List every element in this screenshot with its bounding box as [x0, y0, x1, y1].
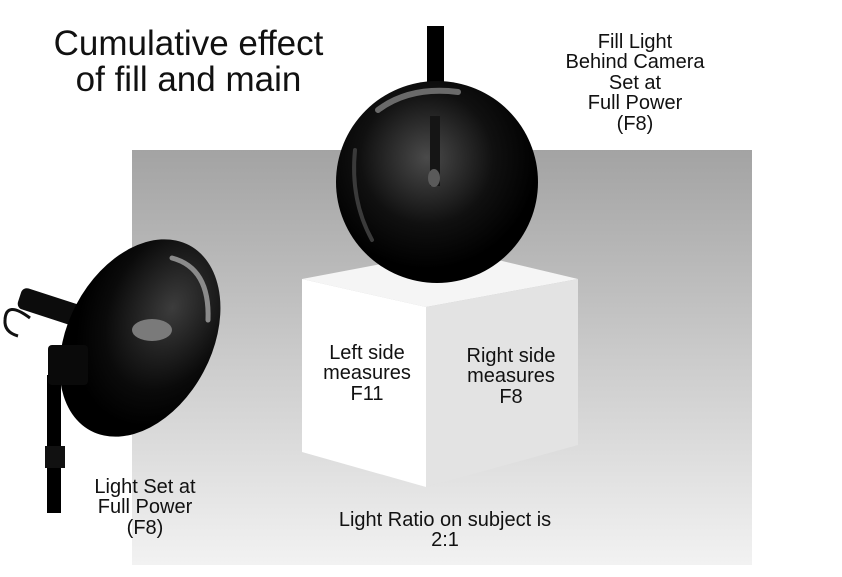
fill-light-stem: [430, 116, 440, 186]
right-side-label-line-2: measures: [467, 365, 555, 388]
light-ratio-label: Light Ratio on subject is 2:1: [290, 510, 600, 550]
fill-light-highlight: [375, 87, 461, 113]
fill-light-rim-highlight: [352, 148, 374, 242]
fill-light-label-line-2: Behind Camera: [565, 51, 705, 74]
fill-light-label-line-3: Set at: [608, 71, 662, 94]
main-light-label-line-1: Light Set at: [94, 476, 196, 498]
right-side-label-line-1: Right side: [466, 345, 556, 367]
main-light-label: Light Set at Full Power (F8): [70, 476, 220, 539]
left-side-label-line-1: Left side: [329, 342, 405, 364]
fill-light-label-line-4: Full Power: [587, 92, 683, 115]
fill-light-label-line-1: Fill Light: [597, 31, 673, 53]
main-light-cable: [3, 308, 31, 338]
main-light-mount: [48, 345, 88, 385]
left-side-label-line-2: measures: [323, 362, 411, 385]
cube-left-face: [302, 279, 426, 487]
light-ratio-line-2: 2:1: [431, 529, 459, 551]
main-light-label-line-3: (F8): [126, 516, 164, 539]
fill-light-label-line-5: (F8): [616, 112, 654, 135]
dish-reflector-light-icon: [3, 239, 221, 513]
main-light-stand: [47, 375, 61, 513]
cube-right-face: [426, 279, 578, 487]
fill-light-label: Fill Light Behind Camera Set at Full Pow…: [530, 32, 740, 134]
page-title: Cumulative effect of fill and main: [16, 26, 361, 97]
main-light-stand-clamp: [45, 446, 65, 468]
title-line-1: Cumulative effect: [53, 24, 324, 63]
right-side-label: Right side measures F8: [446, 345, 576, 408]
round-reflector-light-icon: [336, 26, 538, 283]
left-side-label: Left side measures F11: [302, 342, 432, 405]
title-line-2: of fill and main: [75, 59, 302, 99]
main-light-highlight: [132, 319, 172, 341]
fill-light-bulb: [428, 169, 440, 187]
main-light-rim: [169, 255, 211, 323]
right-side-label-line-3: F8: [499, 385, 523, 408]
main-light-label-line-2: Full Power: [97, 496, 193, 519]
left-side-label-line-3: F11: [350, 382, 384, 405]
light-ratio-line-1: Light Ratio on subject is: [338, 509, 552, 531]
